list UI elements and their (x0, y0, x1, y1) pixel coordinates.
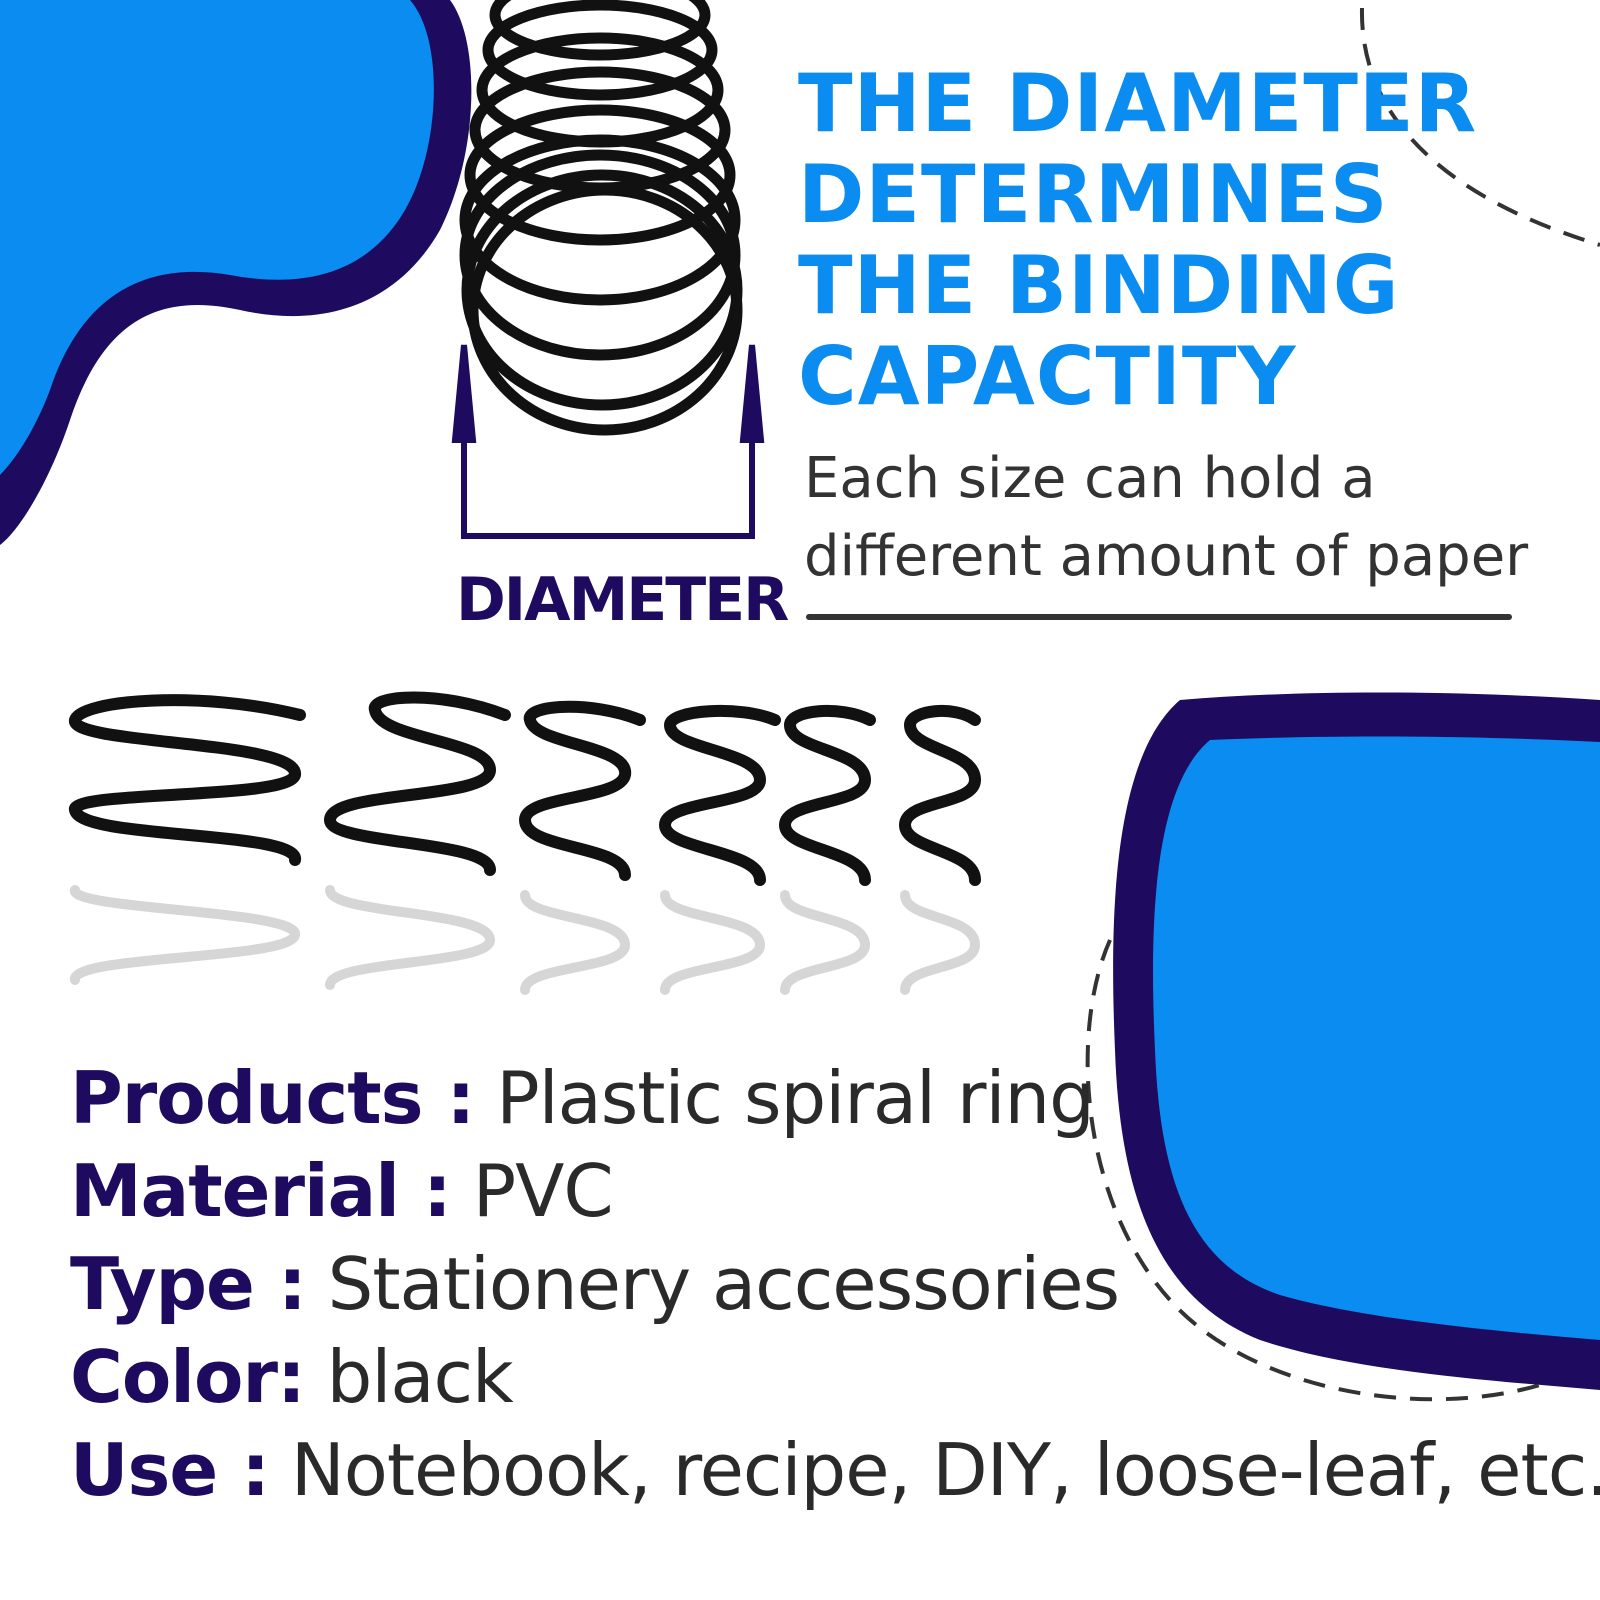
spiral-coil-image (459, 0, 743, 436)
spec-value: Notebook, recipe, DIY, loose-leaf, etc. (290, 1428, 1600, 1512)
spec-row-type: Type : Stationery accessories (70, 1238, 1600, 1331)
headline-line: THE DIAMETER (798, 57, 1478, 150)
subtext-line: Each size can hold a (804, 446, 1376, 511)
right-blob-inner (1153, 736, 1600, 1340)
top-left-blob-inner (0, 0, 434, 475)
diameter-label: DIAMETER (456, 565, 789, 635)
spec-row-use: Use : Notebook, recipe, DIY, loose-leaf,… (70, 1424, 1600, 1517)
dashed-arc-bottom (1085, 939, 1541, 1402)
spring-sizes-image (68, 691, 982, 995)
spec-key: Type : (70, 1242, 307, 1326)
spec-value: Plastic spiral ring (496, 1056, 1095, 1140)
spec-key: Use : (70, 1428, 270, 1512)
spec-row-products: Products : Plastic spiral ring (70, 1052, 1600, 1145)
spec-value: black (326, 1335, 514, 1419)
spec-row-material: Material : PVC (70, 1145, 1600, 1238)
headline: THE DIAMETER DETERMINES THE BINDING CAPA… (798, 58, 1477, 422)
diameter-bracket (451, 344, 765, 539)
spec-value: Stationery accessories (327, 1242, 1120, 1326)
subtext: Each size can hold a different amount of… (804, 440, 1528, 596)
headline-line: THE BINDING (798, 239, 1400, 332)
spec-key: Color: (70, 1335, 306, 1419)
headline-line: DETERMINES (798, 148, 1389, 241)
divider (806, 614, 1512, 620)
spec-key: Material : (70, 1149, 452, 1233)
spec-list: Products : Plastic spiral ring Material … (70, 1052, 1600, 1517)
spec-row-color: Color: black (70, 1331, 1600, 1424)
spec-value: PVC (472, 1149, 614, 1233)
subtext-line: different amount of paper (804, 524, 1529, 589)
dashed-arc-top (1359, 7, 1600, 247)
headline-line: CAPACTITY (798, 330, 1297, 423)
spec-key: Products : (70, 1056, 475, 1140)
